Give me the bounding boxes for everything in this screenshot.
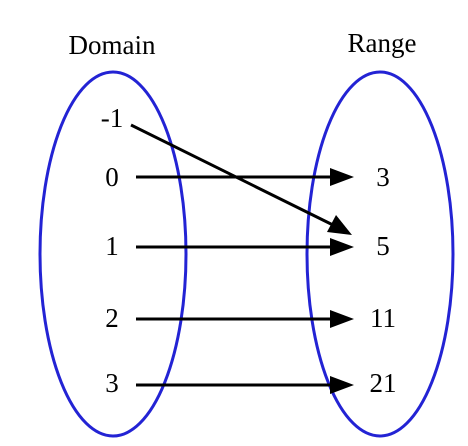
- domain-value-3: 3: [105, 368, 119, 398]
- arrow-3-to-21: [136, 376, 354, 394]
- domain-title: Domain: [69, 30, 156, 60]
- range-value-21: 21: [370, 368, 397, 398]
- domain-value-neg1: -1: [101, 103, 124, 133]
- arrow-0-to-3: [136, 168, 354, 186]
- range-value-11: 11: [370, 303, 396, 333]
- domain-value-1: 1: [105, 231, 119, 261]
- range-value-5: 5: [376, 231, 390, 261]
- arrow-1-to-5: [136, 238, 354, 256]
- range-value-3: 3: [376, 162, 390, 192]
- domain-oval: [38, 70, 188, 438]
- range-title: Range: [348, 28, 417, 58]
- arrow-2-to-11: [136, 310, 354, 328]
- arrow-neg1-to-5: [130, 123, 352, 235]
- domain-value-2: 2: [105, 303, 119, 333]
- domain-value-0: 0: [105, 162, 119, 192]
- range-oval: [305, 70, 455, 438]
